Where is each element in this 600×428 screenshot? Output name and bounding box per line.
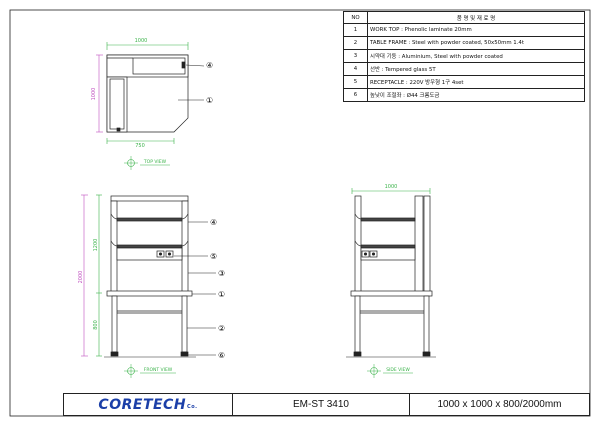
bom-row: 3 시약대 기둥 : Aluminium, Steel with powder … — [343, 49, 585, 63]
side-dim-width: 1000 — [385, 184, 398, 190]
product-size: 1000 x 1000 x 800/2000mm — [437, 399, 562, 410]
bom-row-desc: RECEPTACLE : 220V 방우형 1구 4set — [367, 75, 585, 89]
bom-row-no: 6 — [343, 88, 368, 102]
bom-row-desc: 높낮이 조절좌 : Ø44 크롬도금 — [367, 88, 585, 102]
model-number: EM-ST 3410 — [233, 394, 410, 415]
bom-table: NO 품 명 및 재 료 명 1 WORK TOP : Phenolic lam… — [343, 11, 585, 102]
front-view-marker — [124, 364, 176, 378]
bom-row-desc: WORK TOP : Phenolic laminate 20mm — [367, 23, 585, 37]
top-callout-1: ① — [206, 96, 213, 105]
bom-row-no: 3 — [343, 49, 368, 63]
logo-text: CORETECH — [98, 396, 187, 413]
bom-row-desc: 시약대 기둥 : Aluminium, Steel with powder co… — [367, 49, 585, 63]
front-dim-upper: 1200 — [93, 239, 99, 252]
bom-row-desc: 선반 : Tempered glass 5T — [367, 62, 585, 76]
top-dim-bottom: 750 — [135, 143, 145, 149]
top-callout-4: ④ — [206, 61, 213, 70]
bom-row: 4 선반 : Tempered glass 5T — [343, 62, 585, 76]
front-worktop — [106, 290, 193, 297]
top-view — [96, 42, 205, 144]
logo-suffix: Co. — [187, 404, 198, 410]
top-view-label: TOP VIEW — [143, 159, 167, 165]
bom-row-no: 2 — [343, 36, 368, 50]
bom-row: 6 높낮이 조절좌 : Ø44 크롬도금 — [343, 88, 585, 102]
side-worktop — [350, 290, 433, 297]
bom-header-no: NO — [343, 11, 368, 24]
bom-row: 1 WORK TOP : Phenolic laminate 20mm — [343, 23, 585, 37]
front-callout-1: ① — [218, 290, 225, 299]
bom-row-no: 5 — [343, 75, 368, 89]
sheet-border — [9, 9, 591, 417]
front-dim-total: 2000 — [78, 271, 84, 284]
bom-header-row: NO 품 명 및 재 료 명 — [343, 11, 585, 24]
side-view-marker — [367, 364, 413, 378]
front-view-label: FRONT VIEW — [144, 367, 173, 373]
bom-header-desc: 품 명 및 재 료 명 — [367, 11, 585, 24]
top-dim-width: 1000 — [135, 38, 148, 44]
front-dim-lower: 800 — [93, 320, 99, 330]
top-view-marker — [124, 156, 170, 170]
front-callout-4: ④ — [210, 218, 217, 227]
side-view — [346, 188, 436, 358]
bom-row-desc: TABLE FRAME : Steel with powder coated, … — [367, 36, 585, 50]
front-callout-6: ⑥ — [218, 351, 225, 360]
bom-row-no: 4 — [343, 62, 368, 76]
bom-row: 2 TABLE FRAME : Steel with powder coated… — [343, 36, 585, 50]
side-view-label: SIDE VIEW — [386, 367, 410, 373]
front-view — [81, 194, 216, 358]
front-callout-5: ⑤ — [210, 252, 217, 261]
front-callout-3: ③ — [218, 269, 225, 278]
front-callout-2: ② — [218, 324, 225, 333]
top-dim-depth: 1000 — [91, 88, 97, 101]
bom-row-no: 1 — [343, 23, 368, 37]
bom-row: 5 RECEPTACLE : 220V 방우형 1구 4set — [343, 75, 585, 89]
